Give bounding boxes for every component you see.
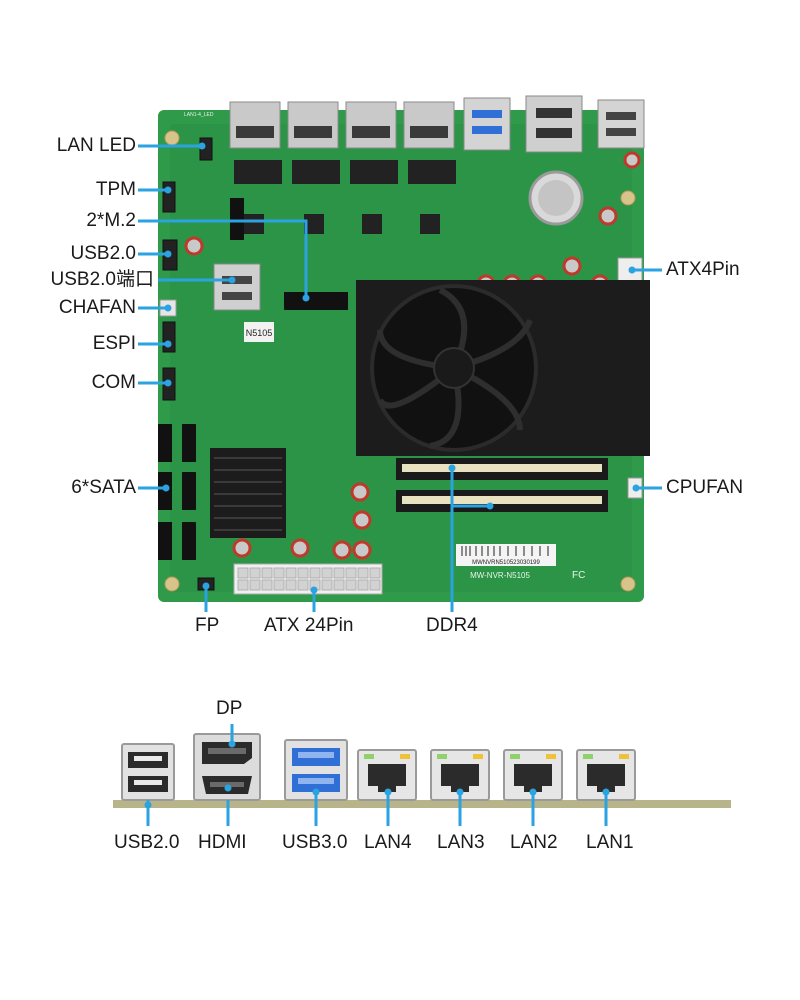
rear-lan-ports — [229, 101, 455, 149]
label-atx4pin: ATX4Pin — [666, 259, 740, 280]
io-usb3-port — [284, 739, 348, 801]
mounting-holes — [164, 130, 636, 592]
label-io-lan1: LAN1 — [586, 832, 634, 853]
board-silkscreen: MW-NVR-N5105 — [470, 571, 530, 580]
label-fp: FP — [195, 615, 220, 636]
rear-usb3-port — [463, 97, 511, 151]
ddr4-slots — [396, 458, 608, 512]
label-sata: 6*SATA — [71, 477, 136, 498]
label-usb20-port: USB2.0端口 — [50, 269, 154, 290]
label-cpufan: CPUFAN — [666, 477, 744, 498]
label-io-hdmi: HDMI — [198, 832, 247, 853]
label-espi: ESPI — [92, 333, 136, 354]
label-ddr4: DDR4 — [426, 615, 478, 636]
label-usb20-header: USB2.0 — [70, 243, 136, 264]
label-io-dp: DP — [216, 698, 243, 719]
barcode-text: MWNVRN510523030199 — [472, 560, 540, 566]
lan-controller-chips — [234, 160, 456, 234]
lan-led-silk: LAN1-4_LED — [184, 112, 214, 118]
chipset-heatsink — [210, 448, 286, 538]
label-io-usb20: USB2.0 — [114, 832, 180, 853]
cpu-cooler — [356, 280, 650, 456]
callout-dots — [162, 142, 640, 594]
io-panel — [113, 724, 731, 826]
label-com: COM — [91, 372, 136, 393]
label-tpm: TPM — [95, 179, 136, 200]
atx24pin-connector — [233, 563, 383, 595]
label-io-lan2: LAN2 — [510, 832, 558, 853]
io-dp-hdmi-port — [193, 733, 261, 801]
label-chafan: CHAFAN — [58, 297, 136, 318]
io-lan2-port — [503, 749, 563, 801]
label-io-usb30: USB3.0 — [282, 832, 348, 853]
io-callout-dots — [144, 740, 610, 809]
io-base-bar — [113, 800, 731, 808]
label-atx24pin: ATX 24Pin — [264, 615, 354, 636]
fc-mark: FC — [572, 570, 585, 581]
label-io-lan4: LAN4 — [364, 832, 412, 853]
rear-display-ports — [525, 95, 583, 153]
io-usb2-port — [121, 743, 175, 801]
label-lan-led: LAN LED — [56, 135, 136, 156]
io-callout-lines — [146, 724, 608, 826]
m2-slot-horizontal — [284, 292, 348, 310]
rear-usb2-port — [597, 99, 645, 149]
label-m2: 2*M.2 — [86, 210, 136, 231]
onboard-usb2-port — [213, 263, 261, 311]
m2-slot-vertical — [230, 198, 244, 240]
label-io-lan3: LAN3 — [437, 832, 485, 853]
io-lan3-port — [430, 749, 490, 801]
callout-lines — [138, 144, 662, 612]
n5105-sticker: N5105 — [246, 328, 273, 338]
